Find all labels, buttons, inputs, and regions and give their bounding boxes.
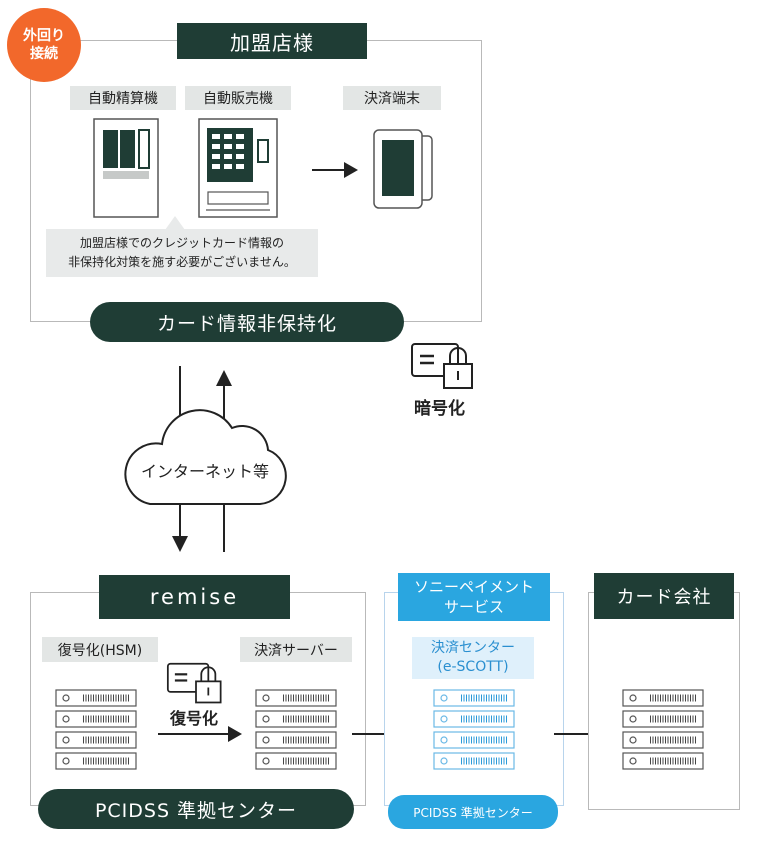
decrypt-label: 復号化	[170, 709, 219, 728]
terminal-label: 決済端末	[343, 86, 441, 110]
vending-machine-icon	[198, 118, 278, 218]
sony-pcidss-pill: PCIDSS 準拠センター	[388, 795, 558, 829]
payment-terminal-icon	[373, 129, 433, 209]
store-note: 加盟店様でのクレジットカード情報の 非保持化対策を施す必要がございません。	[46, 229, 318, 277]
vending-label: 自動販売機	[185, 86, 291, 110]
note-line1: 加盟店様でのクレジットカード情報の	[79, 236, 284, 250]
sony-title-line1: ソニーペイメント	[413, 578, 534, 596]
escott-server-icon	[433, 689, 515, 770]
arrow-hsm-to-server-icon	[158, 726, 242, 742]
kiosk-machine-icon	[93, 118, 159, 218]
hsm-server-icon	[55, 689, 137, 770]
escott-center-label: 決済センター (e-SCOTT)	[412, 637, 534, 679]
internet-cloud-icon	[124, 409, 287, 505]
encrypt-label: 暗号化	[414, 399, 465, 419]
outside-connection-badge: 外回り 接続	[7, 8, 81, 82]
sony-title: ソニーペイメント サービス	[398, 573, 550, 621]
sony-title-line2: サービス	[443, 598, 504, 616]
hsm-label: 復号化(HSM)	[42, 637, 158, 662]
store-title: 加盟店様	[177, 23, 367, 59]
arrow-to-terminal-icon	[312, 162, 358, 178]
note-pointer	[165, 216, 185, 230]
card-non-retention-pill: カード情報非保持化	[90, 302, 404, 342]
escott-line2: (e-SCOTT)	[437, 659, 509, 675]
payment-server-icon	[255, 689, 337, 770]
card-company-title: カード会社	[594, 573, 734, 619]
cloud-label: インターネット等	[140, 462, 269, 481]
card-company-server-icon	[622, 689, 704, 770]
note-line2: 非保持化対策を施す必要がございません。	[68, 255, 296, 269]
remise-pcidss-pill: PCIDSS 準拠センター	[38, 789, 354, 829]
decrypt-card-lock-icon	[166, 662, 222, 704]
kiosk-label: 自動精算機	[70, 86, 176, 110]
badge-line1: 外回り	[23, 28, 65, 44]
payment-server-label: 決済サーバー	[240, 637, 352, 662]
remise-title: remise	[99, 575, 290, 619]
encrypted-card-lock-icon	[411, 343, 473, 389]
badge-line2: 接続	[30, 46, 58, 62]
escott-line1: 決済センター	[431, 640, 515, 656]
